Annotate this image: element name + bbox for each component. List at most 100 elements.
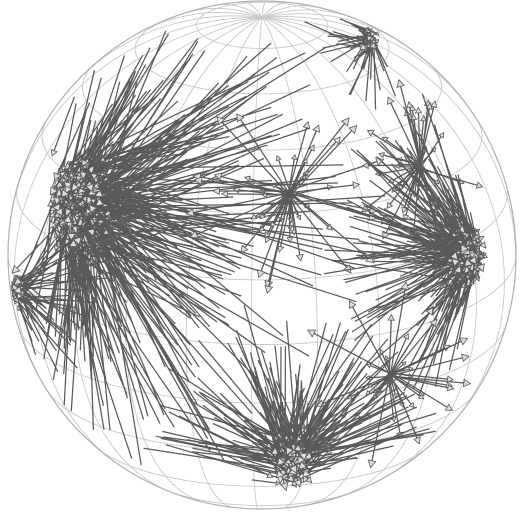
vector-shaft	[189, 192, 290, 238]
vector-arrowhead	[302, 157, 308, 165]
vector-arrow	[49, 103, 114, 196]
vector-arrow	[420, 132, 445, 168]
vector-arrowhead	[414, 106, 423, 114]
vector-shaft	[64, 222, 194, 247]
vector-arrowhead	[303, 170, 309, 177]
vector-arrow	[11, 197, 85, 274]
vector-shaft	[11, 197, 85, 274]
vector-shaft	[216, 116, 289, 195]
vector-arrow	[61, 188, 123, 327]
vector-arrowhead	[257, 268, 266, 279]
vector-arrowhead	[325, 223, 333, 231]
vector-arrowhead	[302, 121, 311, 130]
vector-arrowhead	[60, 176, 67, 183]
vector-arrowhead	[366, 363, 372, 369]
vector-arrowhead	[243, 175, 251, 183]
vector-shaft	[12, 259, 109, 293]
vector-arrow	[289, 181, 361, 194]
vector-shaft	[95, 191, 142, 466]
bottom-cluster	[143, 304, 437, 492]
vector-arrow	[243, 175, 291, 192]
vector-shaft	[102, 210, 148, 235]
vector-arrowhead	[240, 244, 249, 254]
vector-arrow	[85, 207, 114, 260]
vector-arrowhead	[55, 217, 61, 223]
vector-arrowhead	[304, 202, 310, 207]
grid-parallel	[164, 488, 362, 507]
vector-arrow	[418, 100, 438, 165]
vector-shaft	[54, 208, 67, 251]
vector-arrowhead	[270, 221, 277, 228]
vector-shaft	[13, 226, 86, 295]
vector-shaft	[93, 195, 323, 250]
vector-arrowhead	[401, 206, 408, 214]
vector-arrowhead	[438, 132, 445, 139]
vector-arrowhead	[99, 156, 107, 162]
vector-shaft	[89, 173, 220, 255]
vector-arrow	[189, 192, 290, 239]
vector-arrowhead	[384, 354, 390, 360]
vector-arrowhead	[400, 281, 410, 291]
vector-arrowhead	[264, 236, 272, 244]
vector-arrowhead	[275, 154, 282, 162]
grid-meridian	[261, 13, 404, 45]
vector-arrowhead	[68, 171, 75, 179]
vector-shaft	[80, 164, 240, 243]
vector-shaft	[73, 238, 223, 277]
vector-arrowhead	[374, 31, 380, 36]
vector-shaft	[101, 202, 147, 251]
vector-shaft	[75, 216, 89, 323]
vector-arrow	[102, 210, 148, 235]
vector-arrow	[288, 175, 307, 194]
grid-parallel	[16, 183, 508, 281]
vector-arrowhead	[20, 285, 25, 291]
vector-shaft	[258, 191, 292, 278]
vector-arrowhead	[378, 151, 385, 159]
vector-arrowhead	[264, 285, 274, 294]
center-star	[185, 113, 390, 294]
vector-arrowhead	[11, 264, 21, 274]
grid-meridian	[183, 7, 263, 18]
vector-arrow	[288, 121, 311, 192]
vector-shaft	[64, 126, 122, 170]
vector-arrowhead	[296, 214, 302, 221]
vector-shaft	[11, 248, 86, 286]
vector-shaft	[373, 39, 377, 110]
vector-arrowhead	[85, 183, 94, 193]
vector-arrowhead	[352, 181, 361, 190]
vector-arrowhead	[332, 136, 341, 145]
vector-arrowhead	[398, 184, 405, 190]
vector-arrowhead	[85, 207, 93, 215]
vector-shaft	[240, 191, 290, 253]
vector-arrowhead	[410, 113, 418, 121]
vector-arrowhead	[102, 228, 110, 235]
vector-shaft	[420, 132, 445, 168]
vector-arrow	[387, 96, 421, 166]
vector-shaft	[87, 207, 258, 379]
vector-arrowhead	[396, 78, 405, 88]
vector-shaft	[70, 147, 261, 233]
vector-arrowhead	[236, 113, 245, 123]
vector-shaft	[290, 158, 308, 193]
vector-shaft	[17, 207, 67, 299]
vector-arrow	[64, 185, 110, 253]
vector-arrowhead	[61, 188, 70, 198]
vector-shaft	[288, 195, 291, 243]
vector-arrowhead	[86, 228, 96, 237]
vector-shaft	[73, 74, 256, 188]
vector-shaft	[84, 183, 111, 431]
vector-arrow	[236, 113, 290, 194]
vector-arrow	[259, 191, 291, 220]
vector-shaft	[71, 92, 258, 241]
top-right-cluster	[304, 18, 396, 110]
vector-arrow	[250, 194, 290, 220]
vector-shaft	[96, 186, 314, 287]
vector-shaft	[15, 257, 90, 291]
vector-shaft	[94, 158, 189, 197]
vector-arrowhead	[95, 197, 105, 207]
vector-arrow	[85, 183, 200, 207]
vector-arrowhead	[261, 192, 267, 198]
vector-arrow	[291, 195, 310, 208]
vector-arrowhead	[301, 175, 307, 181]
vector-shaft	[77, 38, 199, 196]
